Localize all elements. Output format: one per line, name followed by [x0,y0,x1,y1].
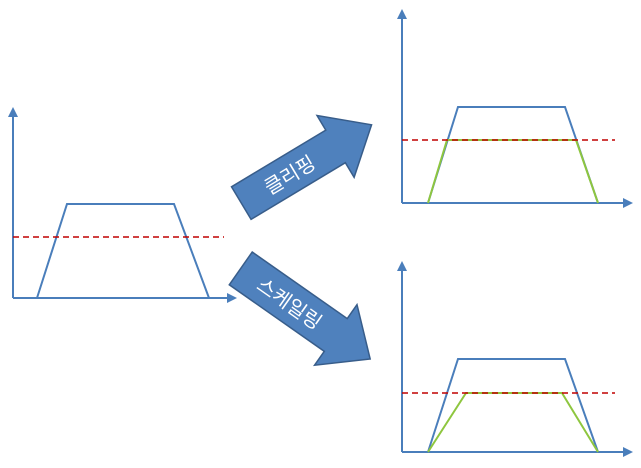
original-trapezoid [36,203,210,299]
clipped-result-trapezoid [427,139,599,204]
clipped-original-trapezoid [427,106,599,204]
scaled-original-trapezoid [427,358,599,453]
original-signal-plot [8,107,237,303]
scaled-signal-plot [397,261,633,457]
clipped-signal-plot [397,9,633,208]
block-arrow-icon [228,250,372,367]
block-arrow-icon [230,114,373,221]
clipping-arrow: 클리핑 [230,114,373,221]
scaled-result-trapezoid [427,392,599,453]
scaling-arrow: 스케일링 [228,250,372,367]
